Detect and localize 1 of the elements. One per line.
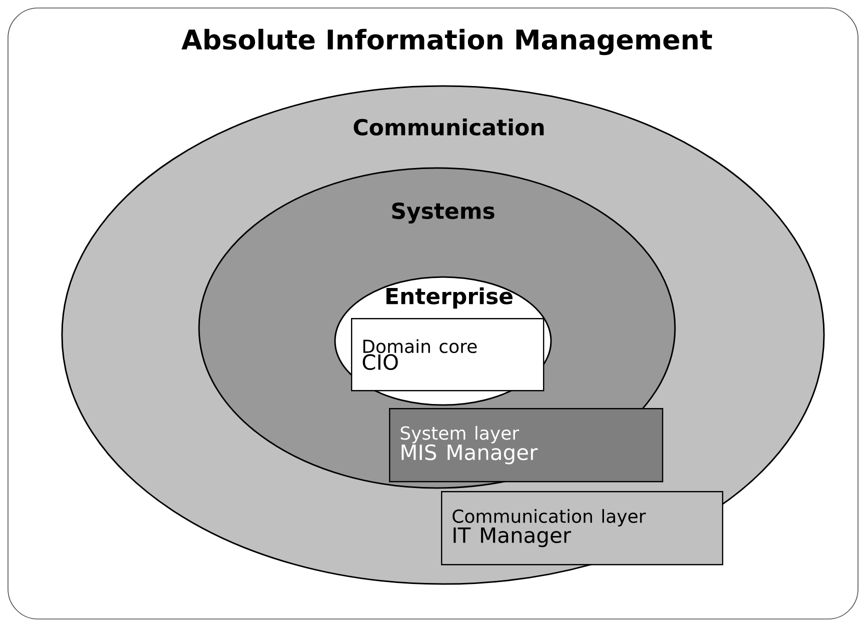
title: Absolute Information Management [182,28,712,56]
